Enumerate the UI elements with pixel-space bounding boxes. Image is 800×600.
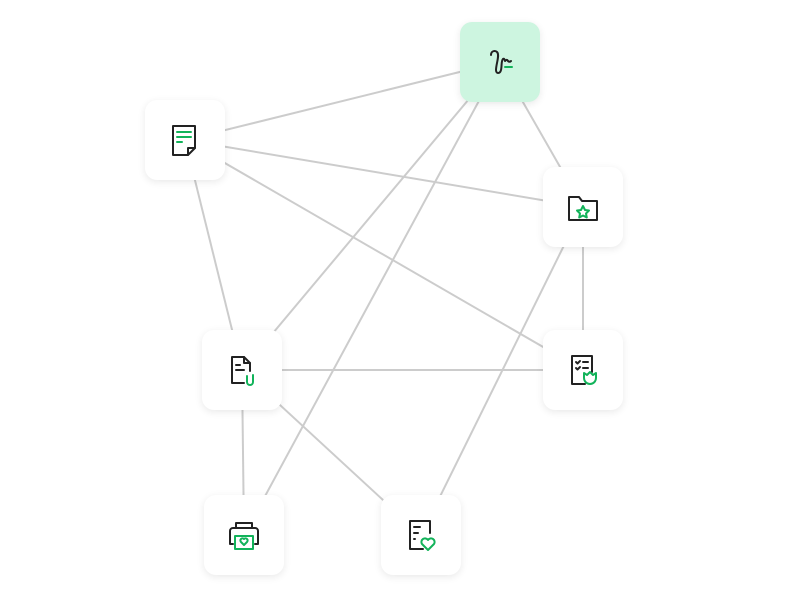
edge-signature-printer <box>243 61 501 536</box>
node-folder[interactable] <box>543 167 623 247</box>
node-checklist[interactable] <box>543 330 623 410</box>
node-printer[interactable] <box>204 495 284 575</box>
document-attachment-icon <box>231 356 254 386</box>
edge-signature-attachment <box>241 61 501 371</box>
folder-star-icon <box>568 196 598 221</box>
node-favorite[interactable] <box>381 495 461 575</box>
printer-heart-icon <box>229 522 259 550</box>
node-attachment[interactable] <box>202 330 282 410</box>
node-document[interactable] <box>145 100 225 180</box>
checklist-shield-icon <box>571 355 597 385</box>
document-lines-icon <box>172 125 196 156</box>
edge-document-folder <box>184 139 584 208</box>
node-signature[interactable] <box>460 22 540 102</box>
signature-icon <box>490 50 513 74</box>
document-heart-icon <box>409 520 436 551</box>
edge-document-signature <box>184 61 501 141</box>
edge-document-checklist <box>184 139 584 371</box>
